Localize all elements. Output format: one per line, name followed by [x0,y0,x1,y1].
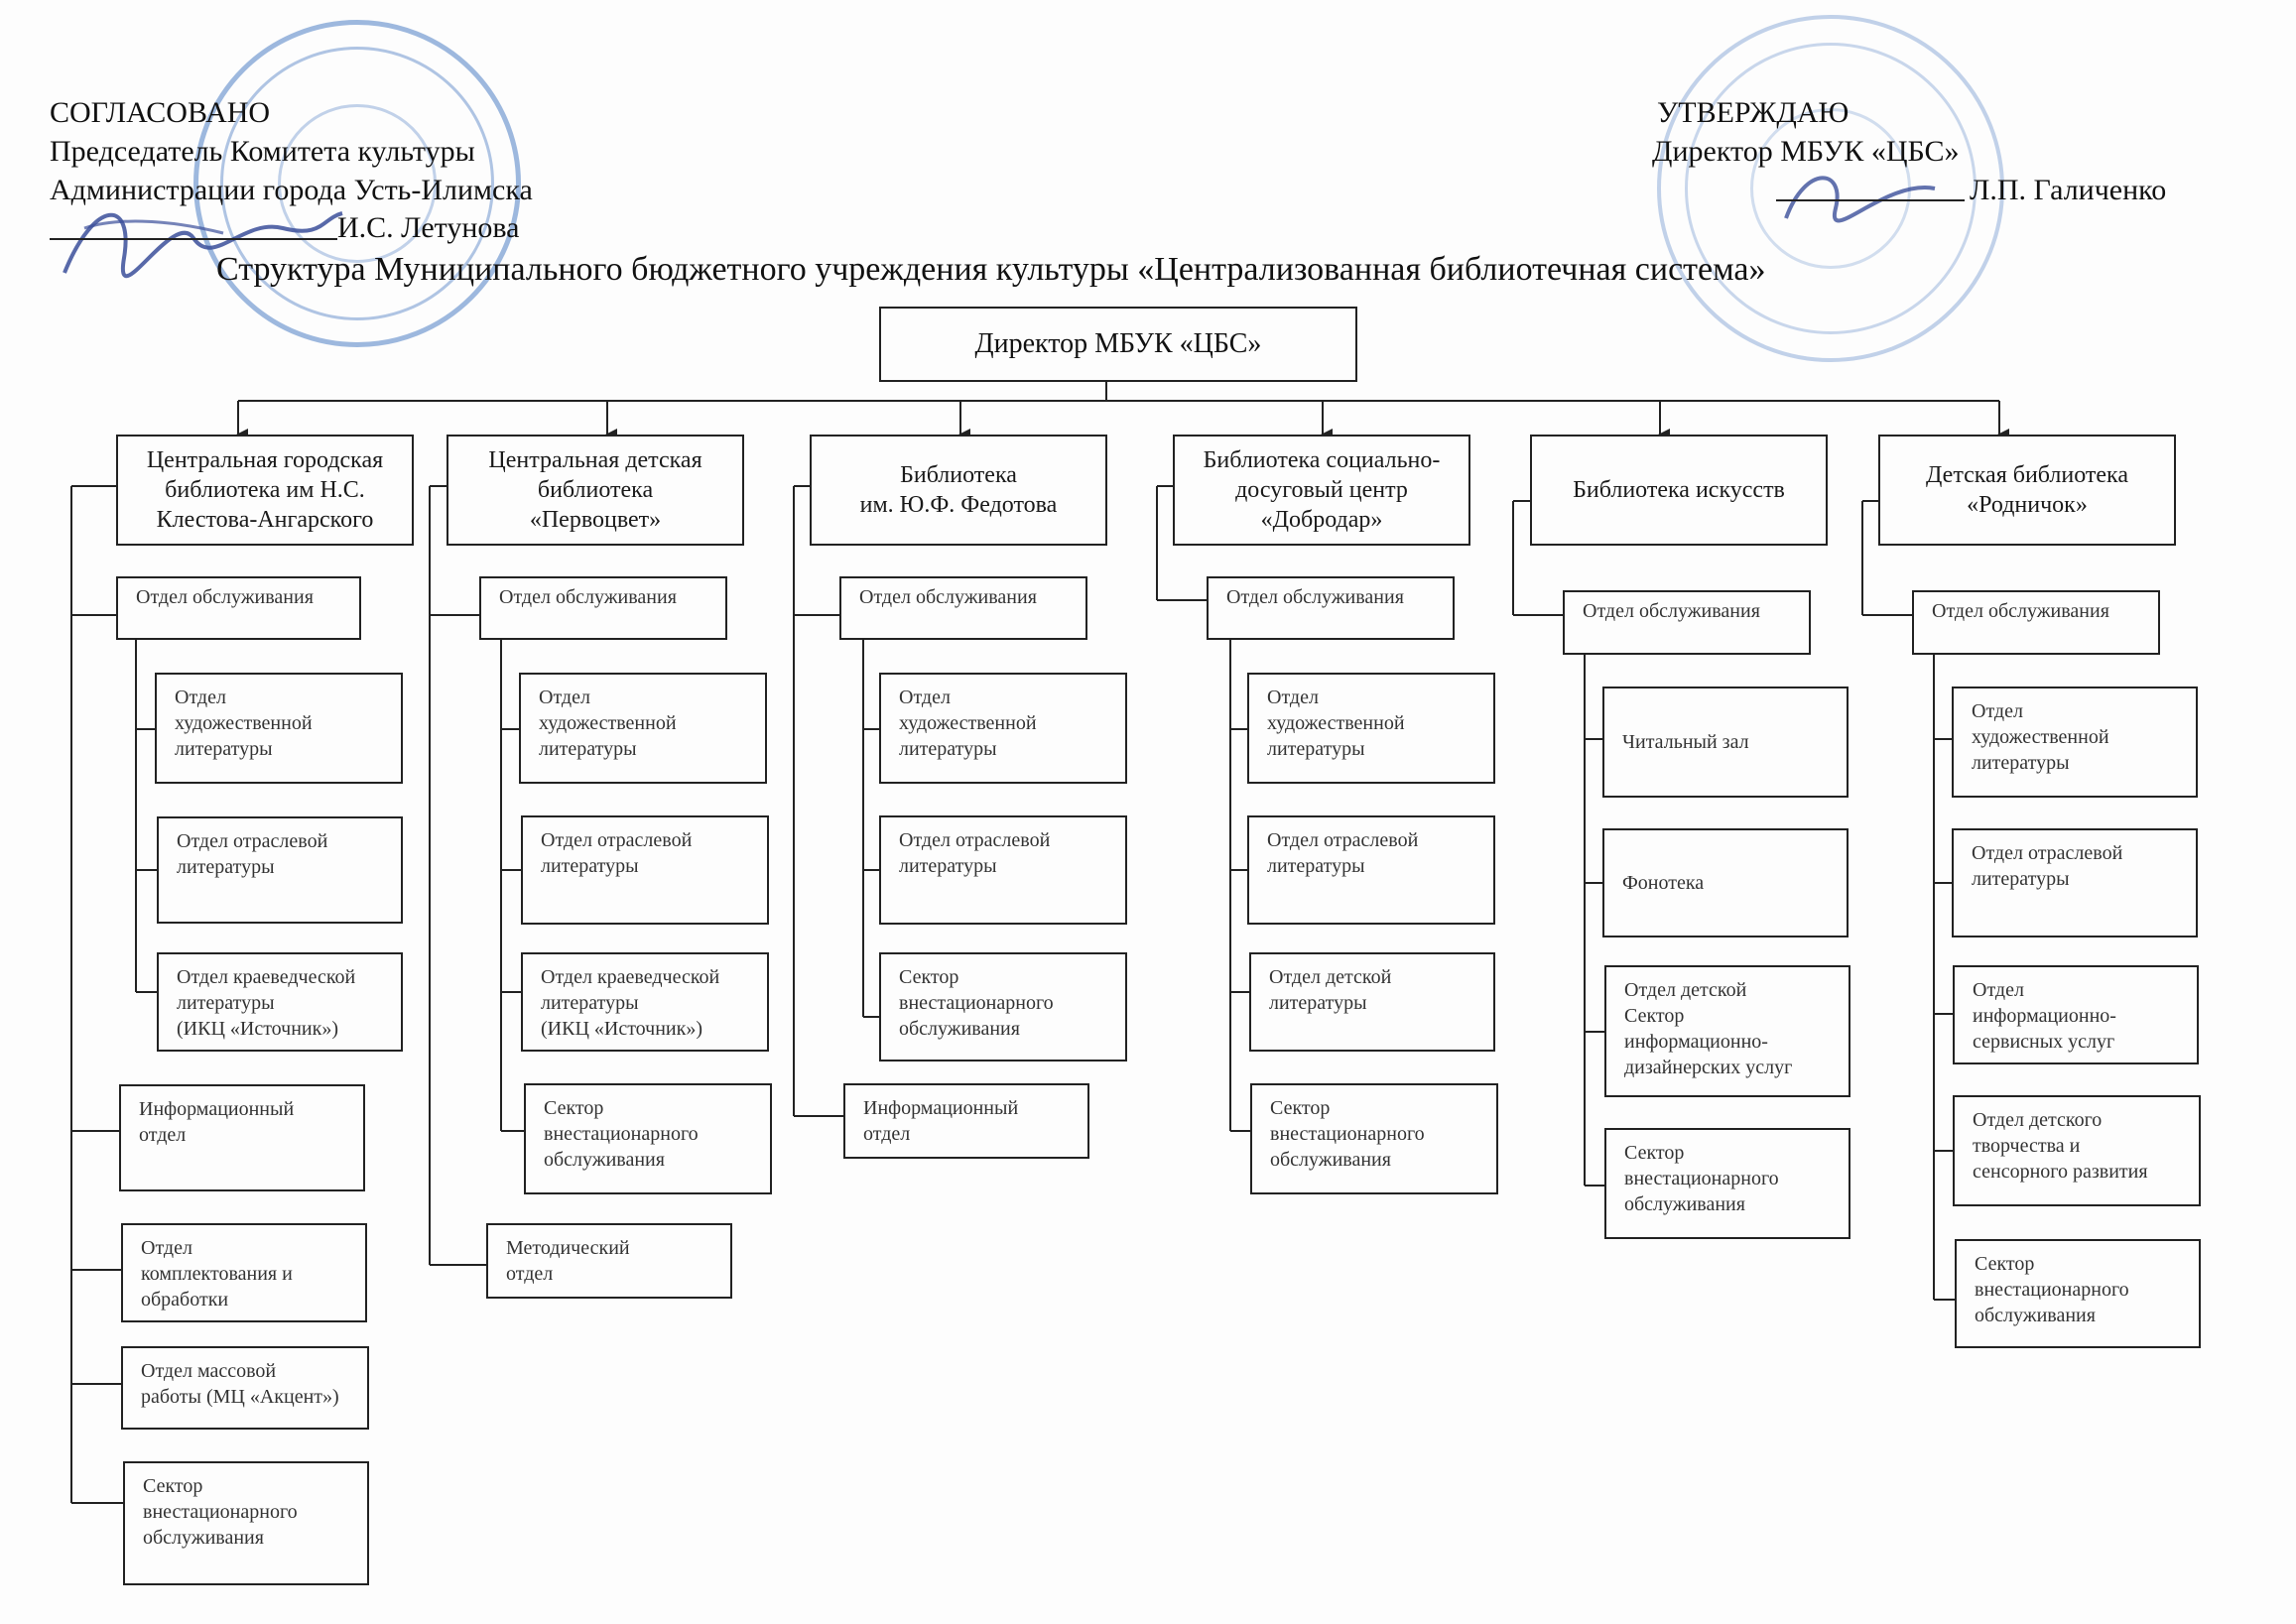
fiction-dept-box: Отдел художественной литературы [519,673,767,784]
director-box: Директор МБУК «ЦБС» [879,307,1357,382]
service-dept-box: Отдел обслуживания [116,576,361,640]
reading-room-box: Читальный зал [1602,687,1849,798]
sectoral-lit-dept-box: Отдел отраслевой литературы [521,815,769,925]
approval-right-signer: Л.П. Галиченко [1970,174,2167,206]
sectoral-lit-dept-box: Отдел отраслевой литературы [1952,828,2198,937]
sectoral-lit-dept-box: Отдел отраслевой литературы [157,816,403,924]
acquisition-dept-box: Отдел комплектования и обработки [121,1223,367,1322]
service-dept-box: Отдел обслуживания [1207,576,1455,640]
approval-right-label: УТВЕРЖДАЮ [1657,96,1850,129]
left-seal-stamp [193,20,521,347]
right-seal-stamp [1657,15,2004,362]
library-box-fedotov: Библиотека им. Ю.Ф. Федотова [810,435,1107,546]
service-dept-box: Отдел обслуживания [479,576,727,640]
library-box-central-city: Центральная городская библиотека им Н.С.… [116,435,414,546]
library-box-dobrodar: Библиотека социально- досуговый центр «Д… [1173,435,1470,546]
library-box-central-children: Центральная детская библиотека «Первоцве… [446,435,744,546]
service-dept-box: Отдел обслуживания [839,576,1087,640]
left-signature [63,211,343,279]
approval-left-position: Председатель Комитета культуры [50,135,475,168]
diagram-title: Структура Муниципального бюджетного учре… [216,251,1766,288]
info-service-dept-box: Отдел информационно- сервисных услуг [1953,965,2199,1064]
children-lit-dept-box: Отдел детской литературы [1249,952,1495,1052]
service-dept-box: Отдел обслуживания [1912,590,2160,655]
fiction-dept-box: Отдел художественной литературы [155,673,403,784]
right-signature [1784,176,1936,223]
local-history-dept-box: Отдел краеведческой литературы (ИКЦ «Ист… [157,952,403,1052]
fiction-dept-box: Отдел художественной литературы [1247,673,1495,784]
sectoral-lit-dept-box: Отдел отраслевой литературы [1247,815,1495,925]
approval-left-organization: Администрации города Усть-Илимска [50,174,533,206]
mass-work-dept-box: Отдел массовой работы (МЦ «Акцент») [121,1346,369,1430]
information-dept-box: Информационный отдел [843,1083,1089,1159]
library-box-arts: Библиотека искусств [1530,435,1828,546]
approval-right-position: Директор МБУК «ЦБС» [1652,135,1960,168]
information-dept-box: Информационный отдел [119,1084,365,1191]
sectoral-lit-dept-box: Отдел отраслевой литературы [879,815,1127,925]
methodical-dept-box: Методический отдел [486,1223,732,1299]
approval-left-label: СОГЛАСОВАНО [50,96,271,129]
outreach-sector-box: Сектор внестационарного обслуживания [1604,1128,1850,1239]
info-design-sector-box: Отдел детской Сектор информационно- диза… [1604,965,1850,1097]
local-history-dept-box: Отдел краеведческой литературы (ИКЦ «Ист… [521,952,769,1052]
service-dept-box: Отдел обслуживания [1563,590,1811,655]
left-signature-line [50,238,337,240]
outreach-sector-box: Сектор внестационарного обслуживания [123,1461,369,1585]
outreach-sector-box: Сектор внестационарного обслуживания [524,1083,772,1194]
approval-left-signer: И.С. Летунова [337,211,520,244]
library-box-rodnichok: Детская библиотека «Родничок» [1878,435,2176,546]
outreach-sector-box: Сектор внестационарного обслуживания [1955,1239,2201,1348]
outreach-sector-box: Сектор внестационарного обслуживания [879,952,1127,1062]
fiction-dept-box: Отдел художественной литературы [1952,687,2198,798]
outreach-sector-box: Сектор внестационарного обслуживания [1250,1083,1498,1194]
phonotheque-box: Фонотека [1602,828,1849,937]
fiction-dept-box: Отдел художественной литературы [879,673,1127,784]
children-creativity-dept-box: Отдел детского творчества и сенсорного р… [1953,1095,2201,1206]
right-signature-line [1776,199,1965,201]
